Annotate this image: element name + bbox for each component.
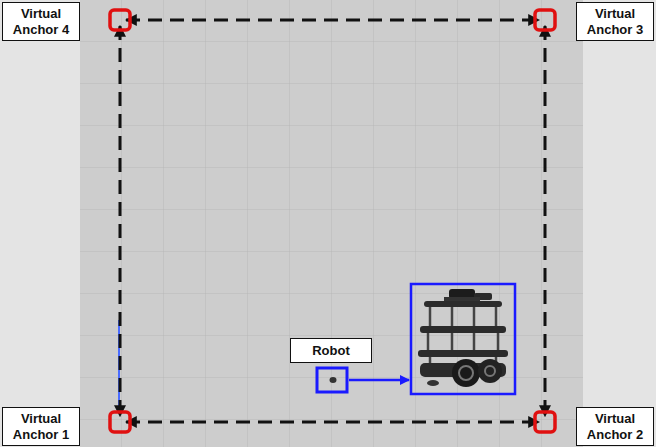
label-text: Virtual Anchor 1	[9, 411, 73, 443]
anchor-label: Virtual Anchor 3	[576, 2, 654, 41]
anchor-label: Virtual Anchor 1	[2, 407, 80, 446]
floor	[80, 0, 583, 447]
label-text: Robot	[312, 343, 350, 359]
anchor-label: Virtual Anchor 2	[576, 407, 654, 446]
floor-grid	[80, 0, 583, 447]
zoom-arrow	[349, 379, 409, 382]
robot-marker	[317, 368, 347, 392]
label-text: Virtual Anchor 3	[583, 6, 647, 38]
anchor-label: Virtual Anchor 4	[2, 2, 80, 41]
robot-label: Robot	[290, 338, 372, 363]
turtlebot-figure	[418, 289, 508, 387]
robot-dot	[330, 377, 337, 383]
label-text: Virtual Anchor 2	[583, 411, 647, 443]
boundary-arrows	[120, 20, 545, 422]
zoom-box	[411, 284, 515, 394]
anchor-markers	[110, 10, 555, 432]
label-text: Virtual Anchor 4	[9, 6, 73, 38]
